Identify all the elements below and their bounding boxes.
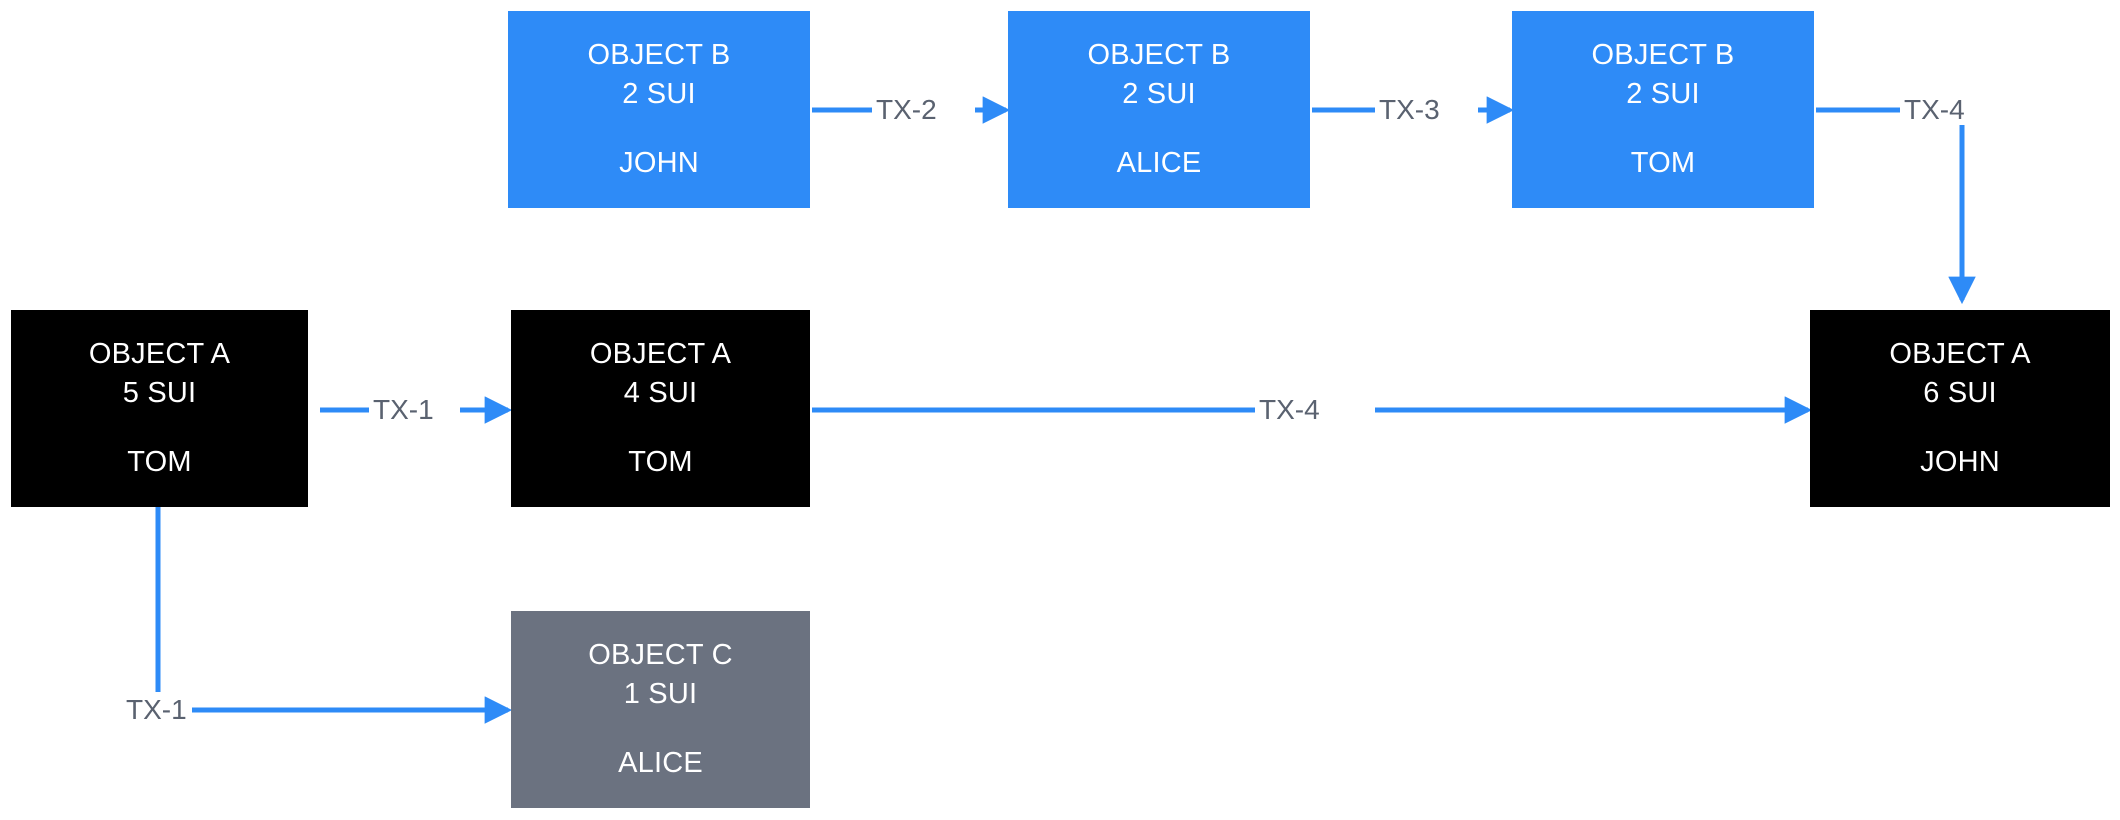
edge-label-tx1-mid: TX-1 <box>369 396 438 424</box>
node-amount-label: 2 SUI <box>1626 78 1700 110</box>
node-title: OBJECT C 1 SUI <box>588 641 732 709</box>
node-amount-label: 5 SUI <box>122 377 197 409</box>
node-title: OBJECT A 4 SUI <box>590 340 731 408</box>
node-object-label: OBJECT B <box>1591 39 1735 71</box>
node-object-b-tom[interactable]: OBJECT B 2 SUI TOM <box>1512 11 1814 208</box>
node-title: OBJECT B 2 SUI <box>588 41 731 109</box>
node-owner-label: JOHN <box>619 147 699 179</box>
node-title: OBJECT B 2 SUI <box>1592 41 1735 109</box>
edge-label-tx4-top: TX-4 <box>1900 96 1969 124</box>
node-object-label: OBJECT B <box>1087 39 1231 71</box>
node-object-b-john[interactable]: OBJECT B 2 SUI JOHN <box>508 11 810 208</box>
node-owner-label: TOM <box>628 446 693 478</box>
node-owner-label: ALICE <box>618 747 703 779</box>
node-object-label: OBJECT A <box>88 338 231 370</box>
node-title: OBJECT A 5 SUI <box>89 340 230 408</box>
node-title: OBJECT A 6 SUI <box>1889 340 2030 408</box>
node-amount-label: 2 SUI <box>622 78 696 110</box>
edge-label-tx1-low: TX-1 <box>122 696 191 724</box>
edge-label-tx2: TX-2 <box>872 96 941 124</box>
node-object-a-5sui-tom[interactable]: OBJECT A 5 SUI TOM <box>11 310 308 507</box>
edge-label-tx3: TX-3 <box>1375 96 1444 124</box>
node-object-label: OBJECT B <box>587 39 731 71</box>
node-object-label: OBJECT A <box>1889 338 2031 370</box>
node-amount-label: 4 SUI <box>623 377 698 409</box>
node-object-c-alice[interactable]: OBJECT C 1 SUI ALICE <box>511 611 810 808</box>
edge-label-tx4-mid: TX-4 <box>1255 396 1324 424</box>
node-object-a-4sui-tom[interactable]: OBJECT A 4 SUI TOM <box>511 310 810 507</box>
node-amount-label: 1 SUI <box>623 678 698 710</box>
node-object-label: OBJECT A <box>589 338 732 370</box>
node-title: OBJECT B 2 SUI <box>1088 41 1231 109</box>
node-object-a-6sui-john[interactable]: OBJECT A 6 SUI JOHN <box>1810 310 2110 507</box>
node-owner-label: JOHN <box>1920 446 2000 478</box>
node-object-label: OBJECT C <box>588 639 733 671</box>
node-owner-label: TOM <box>1630 147 1696 179</box>
node-amount-label: 6 SUI <box>1923 377 1997 409</box>
node-amount-label: 2 SUI <box>1122 78 1196 110</box>
node-owner-label: ALICE <box>1116 147 1202 179</box>
node-owner-label: TOM <box>127 446 192 478</box>
node-object-b-alice[interactable]: OBJECT B 2 SUI ALICE <box>1008 11 1310 208</box>
